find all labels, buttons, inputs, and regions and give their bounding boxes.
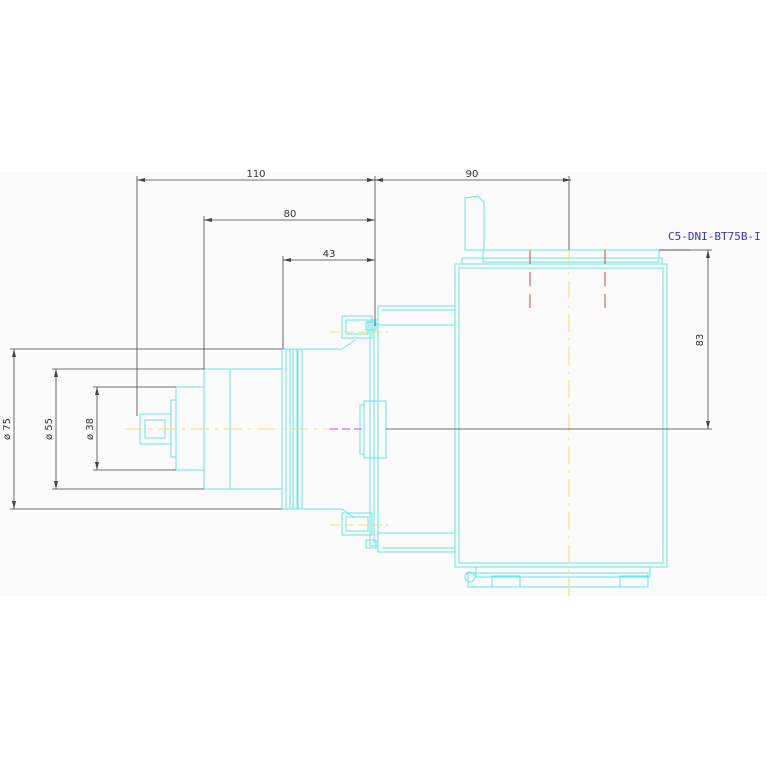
dimension-dia-75: ø 75 <box>2 418 13 440</box>
drawing-area <box>0 172 767 596</box>
centerlines <box>125 248 570 597</box>
dimension-110: 110 <box>246 169 265 180</box>
dimension-dia-55: ø 55 <box>44 418 55 440</box>
hidden-lines <box>529 250 606 312</box>
dimension-43: 43 <box>323 249 336 260</box>
dimension-lines <box>10 176 712 510</box>
dimension-dia-38: ø 38 <box>85 418 96 440</box>
dimension-80: 80 <box>284 209 297 220</box>
dimension-83: 83 <box>695 334 706 347</box>
dimension-arrows <box>12 178 710 509</box>
part-label: C5-DNI-BT75B-I <box>668 230 761 243</box>
dimension-90: 90 <box>466 169 479 180</box>
